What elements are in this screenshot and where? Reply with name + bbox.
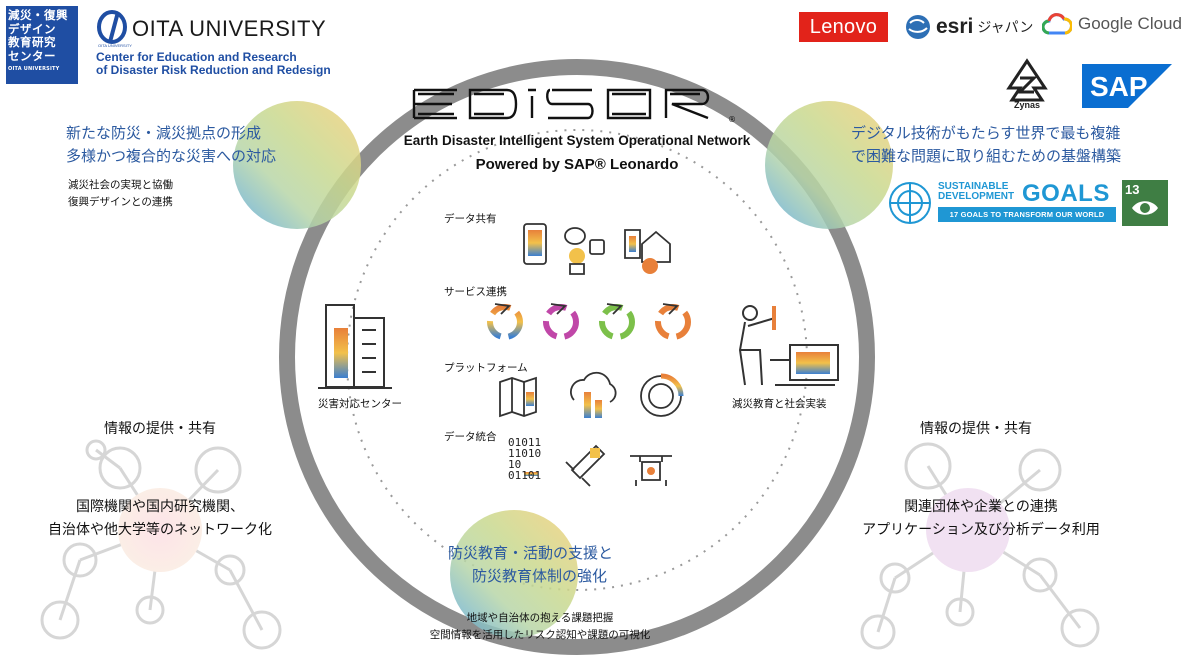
outer-ring: [279, 59, 875, 655]
network-left-hub: [118, 488, 202, 572]
bottom-heading2: 防災教育体制の強化: [472, 567, 608, 585]
esri-text: esri: [936, 15, 974, 38]
esri-japan-text: ジャパン: [977, 20, 1034, 36]
gradient-circle-right: [765, 101, 893, 229]
university-name: OITA UNIVERSITY: [132, 16, 327, 41]
svg-text:®: ®: [728, 115, 736, 124]
center-badge-sub: OITA UNIVERSITY: [8, 66, 60, 72]
sdg-title: SUSTAINABLE DEVELOPMENT: [938, 182, 1014, 202]
lenovo-logo: Lenovo: [799, 12, 888, 42]
eye-globe-icon: [1132, 201, 1158, 215]
left-bottom-line1: 国際機関や国内研究機関、: [76, 499, 244, 515]
gradient-circle-left: [233, 101, 361, 229]
bottom-heading1: 防災教育・活動の支援と: [448, 544, 614, 562]
university-sub: OITA UNIVERSITY: [98, 43, 132, 48]
network-right-hub: [926, 488, 1010, 572]
sdg-line2: DEVELOPMENT: [938, 191, 1015, 202]
right-bottom-text: 関連団体や企業との連携 アプリケーション及び分析データ利用: [816, 496, 1146, 542]
left-bottom-text: 国際機関や国内研究機関、 自治体や他大学等のネットワーク化: [10, 496, 310, 542]
center-badge-line: 減災・復興: [8, 8, 68, 22]
sdg-bar: 17 GOALS TO TRANSFORM OUR WORLD: [938, 207, 1116, 222]
center-english-line2: of Disaster Risk Reduction and Redesign: [96, 63, 331, 77]
disaster-response-center-label: 災害対応センター: [318, 398, 402, 410]
right-bottom-title: 情報の提供・共有: [920, 421, 1032, 437]
gradient-circle-bottom: [450, 510, 578, 638]
bottom-sub1: 地域や自治体の抱える課題把握: [466, 612, 614, 624]
un-emblem: [889, 182, 931, 224]
right-bottom-line1: 関連団体や企業との連携: [904, 499, 1058, 515]
bottom-heading-block: 防災教育・活動の支援と 防災教育体制の強化: [448, 542, 613, 588]
inner-dotted-ring: [346, 129, 808, 591]
edison-tagline: Earth Disaster Intelligent System Operat…: [403, 133, 751, 148]
google-cloud-icon: [1042, 13, 1072, 35]
center-english-line1: Center for Education and Research: [96, 50, 297, 64]
zynas-logo-icon: [1006, 58, 1048, 102]
left-top-sub2: 復興デザインとの連携: [68, 196, 173, 208]
right-top-heading2: で困難な問題に取り組むための基盤構築: [851, 147, 1122, 165]
section-data-integration: データ統合: [444, 431, 497, 443]
right-top-block: デジタル技術がもたらす世界で最も複雑 で困難な問題に取り組むための基盤構築: [851, 122, 1121, 168]
center-badge-line: センター: [8, 48, 56, 63]
right-top-heading1: デジタル技術がもたらす世界で最も複雑: [851, 124, 1121, 142]
google-cloud-text: Google Cloud: [1078, 14, 1182, 33]
bottom-sub-block: 地域や自治体の抱える課題把握 空間情報を活用したリスク認知や課題の可視化: [380, 610, 700, 644]
binary-line: 10: [508, 458, 522, 471]
section-service-integration: サービス連携: [444, 286, 507, 298]
zynas-text: Zynas: [1013, 100, 1040, 110]
education-implementation-label: 減災教育と社会実装: [732, 398, 827, 410]
data-sharing-icons: [523, 223, 671, 275]
left-bottom-title: 情報の提供・共有: [104, 421, 216, 437]
left-bottom-line2: 自治体や他大学等のネットワーク化: [48, 522, 272, 538]
powered-by: Powered by SAP® Leonardo: [475, 156, 679, 173]
left-top-block: 新たな防災・減災拠点の形成 多様かつ複合的な災害への対応: [66, 122, 276, 168]
center-badge-line: 教育研究: [8, 35, 56, 49]
left-top-sub: 減災社会の実現と協働 復興デザインとの連携: [68, 177, 173, 211]
center-badge-logo: 減災・復興 デザイン 教育研究 センター OITA UNIVERSITY: [6, 6, 78, 84]
section-data-sharing: データ共有: [444, 213, 497, 225]
esri-logo: esri ジャパン: [904, 13, 1033, 41]
sdg-goal-number: 13: [1125, 182, 1140, 197]
sdg-goal13-badge: 13: [1122, 180, 1168, 226]
section-platform: プラットフォーム: [444, 362, 528, 374]
binary-line: 11010: [508, 447, 542, 460]
platform-icons: [499, 371, 684, 418]
globe-icon: [906, 15, 930, 39]
edison-logo: ®: [412, 88, 736, 124]
binary-line: 01101: [508, 469, 542, 482]
center-english-name: Center for Education and Research of Dis…: [96, 51, 331, 77]
service-integration-icons: [487, 303, 691, 340]
sdg-line1: SUSTAINABLE: [938, 181, 1009, 192]
left-top-heading1: 新たな防災・減災拠点の形成: [66, 124, 262, 142]
binary-line: 01011: [508, 436, 542, 449]
left-top-sub1: 減災社会の実現と協働: [68, 179, 173, 191]
right-bottom-line2: アプリケーション及び分析データ利用: [862, 522, 1100, 538]
sap-text: SAP: [1090, 71, 1148, 102]
center-badge-line: デザイン: [8, 21, 56, 36]
education-icon: [738, 305, 839, 386]
building-icon: [318, 304, 392, 389]
bottom-sub2: 空間情報を活用したリスク認知や課題の可視化: [429, 629, 651, 641]
binary-data-icon: 01011 11010 10 01101: [508, 437, 541, 481]
left-top-heading2: 多様かつ複合的な災害への対応: [66, 147, 277, 165]
sap-logo: SAP: [1082, 64, 1172, 108]
data-integration-icons: [524, 444, 672, 487]
sdg-goals: GOALS: [1022, 180, 1110, 207]
google-cloud-logo: Google Cloud: [1042, 13, 1182, 35]
oita-university-icon: [97, 10, 127, 44]
